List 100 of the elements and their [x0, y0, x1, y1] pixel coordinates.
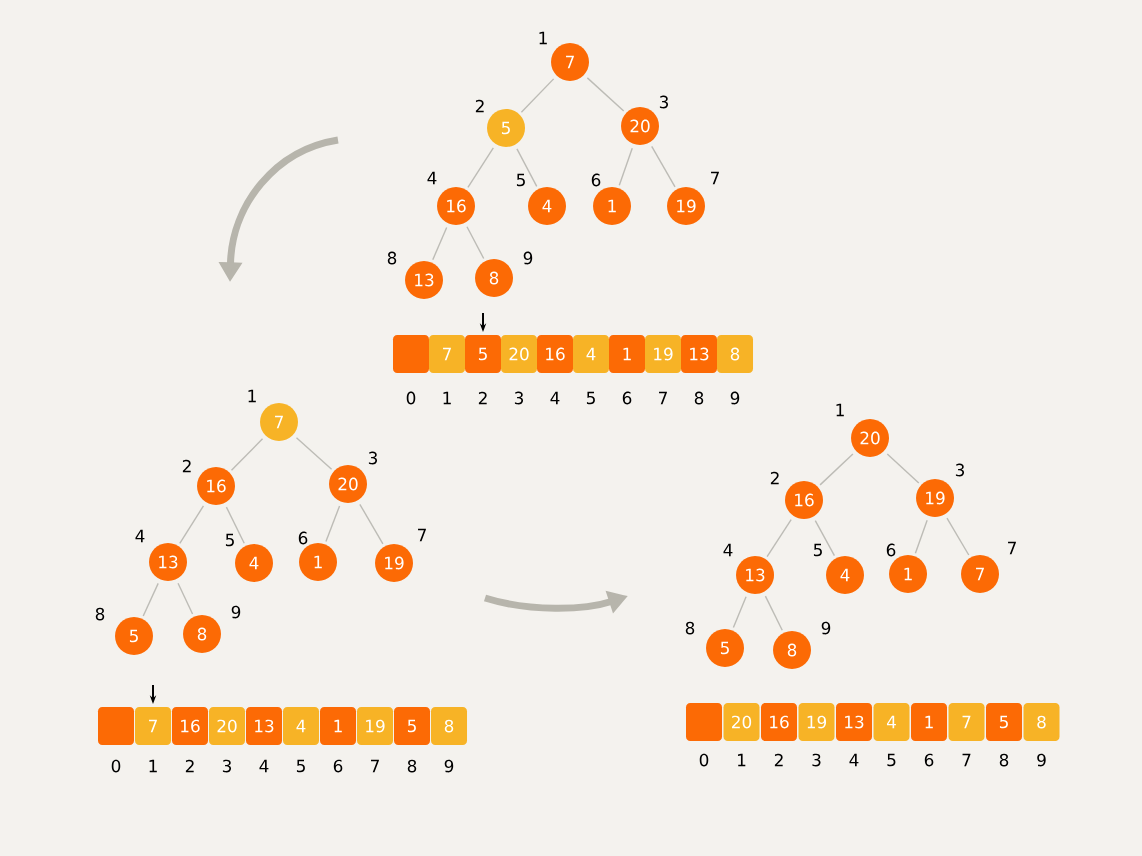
index-number: 7: [962, 753, 971, 767]
index-number: 6: [924, 753, 934, 767]
tree-edge: [766, 519, 792, 558]
array-cell: 1: [911, 703, 947, 741]
array-cell: 4: [573, 335, 609, 373]
array-cell: 13: [246, 707, 282, 745]
index-number: 1: [443, 391, 451, 405]
tree-node: 8: [773, 631, 811, 669]
position-number: 7: [711, 171, 719, 185]
index-number: 8: [694, 391, 704, 405]
index-number: 9: [444, 759, 454, 773]
tree-node: 4: [528, 187, 566, 225]
array-cell: 1: [609, 335, 645, 373]
array-cell: 20: [209, 707, 245, 745]
tree-node: 7: [551, 43, 589, 81]
array-cell: 16: [172, 707, 208, 745]
array-cell: 5: [465, 335, 501, 373]
index-number: 7: [371, 759, 379, 773]
array-cell: 7: [948, 703, 985, 741]
tree-node: 1: [593, 187, 631, 225]
tree-node: 8: [183, 615, 221, 653]
position-number: 8: [387, 251, 397, 265]
tree-edge: [359, 503, 384, 545]
position-number: 3: [659, 95, 668, 109]
tree-node: 13: [149, 543, 187, 581]
tree-edge: [295, 437, 333, 470]
index-number: 6: [622, 391, 632, 405]
tree-node: 20: [851, 419, 889, 457]
tree-edge: [177, 582, 194, 615]
position-number: 7: [1008, 541, 1016, 555]
tree-edge: [466, 226, 485, 260]
tree-edge: [225, 506, 245, 544]
array-cell: 7: [135, 707, 171, 745]
index-number: 7: [659, 391, 667, 405]
position-number: 2: [770, 471, 779, 485]
tree-edge: [651, 145, 676, 188]
tree-node: 20: [621, 107, 659, 145]
tree-node: 5: [706, 629, 744, 667]
array-cell: 19: [357, 707, 393, 745]
index-number: 5: [586, 391, 595, 405]
position-number: 1: [539, 31, 547, 45]
array-cell: 20: [501, 335, 537, 373]
index-number: 5: [887, 753, 896, 767]
array-cell: 19: [645, 335, 681, 373]
position-number: 8: [685, 621, 695, 635]
array-cell: 20: [723, 703, 760, 741]
tree-edge: [814, 519, 836, 557]
array-cell: 19: [798, 703, 835, 741]
position-number: 1: [248, 389, 256, 403]
array-cell: 13: [681, 335, 717, 373]
array-cell: 5: [394, 707, 430, 745]
index-number: 1: [149, 759, 157, 773]
tree-node: 5: [487, 109, 525, 147]
array-cell: [686, 703, 722, 741]
position-number: 9: [821, 621, 831, 635]
tree-edge: [230, 438, 264, 471]
array-cell: 13: [836, 703, 872, 741]
tree-edge: [946, 517, 970, 556]
position-number: 4: [723, 543, 733, 557]
tree-node: 13: [736, 556, 774, 594]
position-number: 5: [813, 543, 822, 557]
tree-edge: [618, 147, 633, 186]
array-cell: 16: [537, 335, 573, 373]
position-number: 1: [836, 403, 844, 417]
tree-edge: [819, 453, 854, 486]
index-number: 4: [259, 759, 269, 773]
array-cell: 8: [431, 707, 467, 745]
tree-edge: [467, 147, 495, 189]
index-number: 0: [699, 753, 709, 767]
index-number: 4: [849, 753, 859, 767]
index-number: 4: [550, 391, 560, 405]
index-number: 9: [730, 391, 740, 405]
index-number: 9: [1037, 753, 1046, 767]
position-number: 2: [475, 99, 484, 113]
array-cell: 8: [1023, 703, 1060, 741]
tree-edge: [764, 595, 783, 631]
position-number: 7: [418, 528, 426, 542]
array-cell: [393, 335, 429, 373]
position-number: 2: [182, 459, 191, 473]
tree-node: 13: [405, 261, 443, 299]
tree-node: 5: [115, 617, 153, 655]
array-cell: 7: [429, 335, 465, 373]
array-cell: 4: [283, 707, 319, 745]
tree-edge: [142, 582, 159, 617]
tree-node: 19: [667, 187, 705, 225]
position-number: 5: [516, 173, 525, 187]
position-number: 8: [95, 607, 105, 621]
tree-edge: [325, 505, 341, 543]
index-number: 3: [222, 759, 231, 773]
position-number: 6: [591, 173, 601, 187]
tree-node: 19: [375, 544, 413, 582]
array-cell: 1: [320, 707, 356, 745]
tree-edge: [520, 78, 555, 113]
tree-edge: [886, 453, 920, 484]
position-number: 6: [886, 543, 896, 557]
position-number: 9: [231, 605, 241, 619]
tree-node: 16: [197, 467, 235, 505]
index-number: 6: [333, 759, 343, 773]
array-cell: 5: [986, 703, 1022, 741]
position-number: 3: [368, 451, 377, 465]
